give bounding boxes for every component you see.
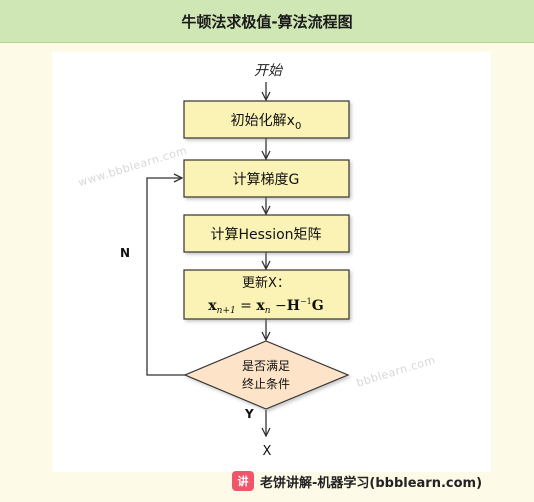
start-label: 开始 (254, 63, 284, 79)
update-title: 更新X： (242, 275, 290, 291)
gradient-label: 计算梯度G (233, 172, 300, 188)
page-title: 牛顿法求极值-算法流程图 (0, 0, 534, 43)
edge-label-no: N (120, 246, 130, 260)
gradient-box: 计算梯度G (183, 159, 350, 198)
end-label: X (263, 444, 272, 459)
update-box: 更新X： xn+1 = xn −H−1G (183, 269, 350, 320)
init-box: 初始化解x0 (183, 100, 350, 139)
arrow-loop-back (146, 178, 185, 376)
hessian-box: 计算Hession矩阵 (183, 214, 350, 253)
update-formula: xn+1 = xn −H−1G (208, 297, 323, 316)
decision-line1: 是否满足 (242, 359, 290, 373)
footer: 讲 老饼讲解-机器学习(bbblearn.com) (232, 468, 482, 494)
decision-diamond: 是否满足 终止条件 (183, 340, 350, 410)
edge-label-yes: Y (244, 407, 254, 421)
footer-logo-icon: 讲 (232, 471, 254, 491)
init-subscript: 0 (295, 121, 301, 132)
svg-text:初始化解x0: 初始化解x0 (231, 112, 302, 132)
decision-line2: 终止条件 (242, 376, 290, 391)
hessian-label: 计算Hession矩阵 (210, 227, 321, 243)
init-label: 初始化解x (231, 112, 295, 129)
footer-text[interactable]: 老饼讲解-机器学习(bbblearn.com) (260, 475, 483, 491)
